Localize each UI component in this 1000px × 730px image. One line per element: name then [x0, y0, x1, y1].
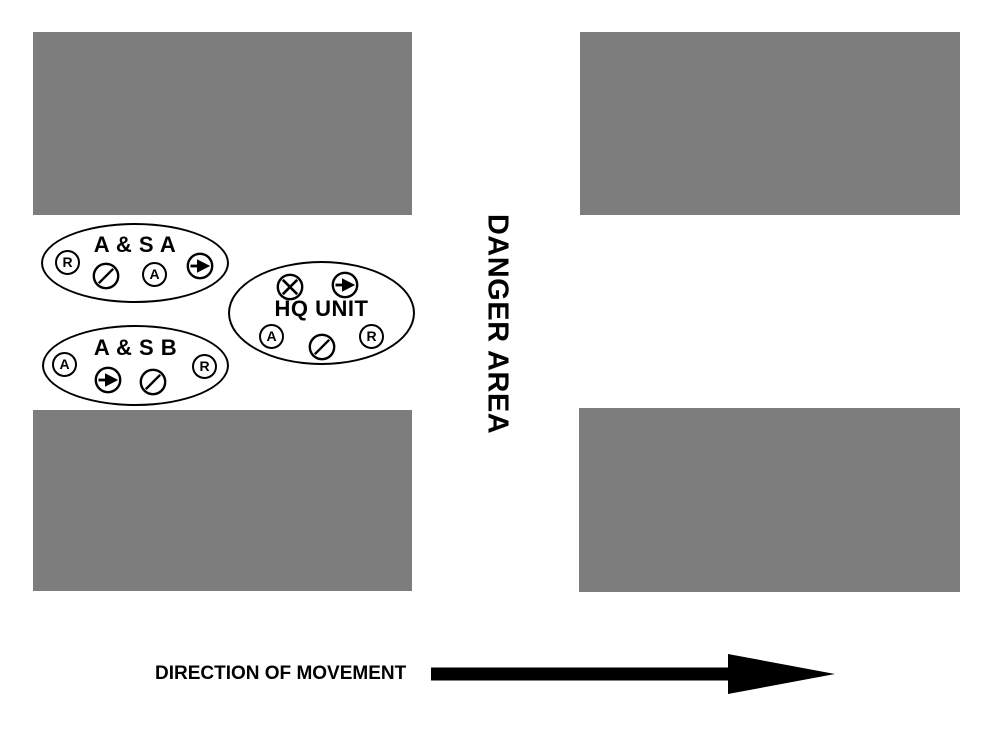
area-block-top-left — [33, 32, 412, 215]
r-circle-icon: R — [192, 354, 217, 379]
area-block-bottom-left — [33, 410, 412, 591]
r-circle-icon: R — [359, 324, 384, 349]
direction-of-movement-label: DIRECTION OF MOVEMENT — [155, 663, 407, 684]
x-circle-icon — [276, 273, 304, 301]
slash-circle-icon — [308, 333, 336, 361]
unit-asb-label: A & S B — [93, 335, 178, 360]
movement-arrow-icon — [431, 654, 835, 694]
unit-hq-label: HQ UNIT — [274, 296, 369, 321]
arrow-right-circle-icon — [94, 366, 122, 394]
unit-asb-ellipse — [42, 325, 229, 406]
arrow-right-circle-icon — [186, 252, 214, 280]
a-circle-icon: A — [142, 262, 167, 287]
r-circle-icon: R — [55, 250, 80, 275]
area-block-top-right — [580, 32, 960, 215]
slash-circle-icon — [139, 368, 167, 396]
a-circle-icon: A — [259, 324, 284, 349]
a-circle-icon: A — [52, 352, 77, 377]
area-block-bottom-right — [579, 408, 960, 592]
unit-asa-ellipse — [41, 223, 229, 303]
danger-area-label: DANGER AREA — [481, 213, 514, 435]
slash-circle-icon — [92, 262, 120, 290]
arrow-right-circle-icon — [331, 271, 359, 299]
unit-asa-label: A & S A — [93, 232, 177, 257]
unit-hq-ellipse — [228, 261, 415, 365]
